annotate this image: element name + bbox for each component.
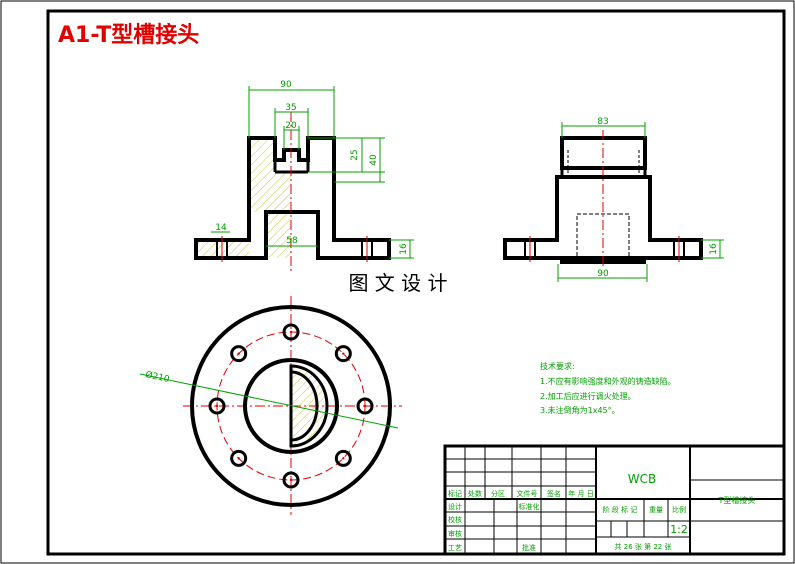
side-view <box>503 130 703 266</box>
svg-text:处数: 处数 <box>468 489 482 498</box>
dim-16-left: 16 <box>399 243 409 255</box>
svg-text:重量: 重量 <box>649 506 663 514</box>
side-dimension-labels: 83 90 16 <box>597 117 719 279</box>
dim-35: 35 <box>285 103 296 113</box>
svg-text:比例: 比例 <box>672 505 686 514</box>
svg-text:校核: 校核 <box>448 515 462 524</box>
bolt-hole <box>356 397 374 415</box>
bolt-hole-center <box>289 478 293 482</box>
bolt-circle-holes <box>208 323 374 489</box>
watermark-bg <box>326 266 468 298</box>
material: WCB <box>628 472 656 486</box>
dim-40: 40 <box>369 154 379 166</box>
dim-14: 14 <box>215 223 227 233</box>
svg-text:签名: 签名 <box>547 489 561 498</box>
notes-heading: 技术要求: <box>540 361 575 371</box>
svg-text:设计: 设计 <box>448 502 462 511</box>
dim-25: 25 <box>350 149 360 160</box>
svg-text:标记: 标记 <box>448 489 462 498</box>
bolt-hole <box>230 345 248 363</box>
scale-value: 1:2 <box>670 523 688 536</box>
dia-leader <box>139 373 399 429</box>
bolt-hole-center <box>237 457 240 460</box>
front-dimensions <box>211 86 414 259</box>
svg-text:批准: 批准 <box>522 543 536 552</box>
top-view <box>183 296 402 515</box>
inner-frame <box>46 9 786 556</box>
technical-notes: 技术要求: 1.不应有影响强度和外观的铸造缺陷。 2.加工后应进行调火处理。 3… <box>540 361 676 415</box>
dim-83: 83 <box>597 117 608 127</box>
part-name: T型槽接头 <box>718 495 756 505</box>
svg-text:审核: 审核 <box>448 529 462 538</box>
side-dimensions <box>557 122 724 282</box>
front-dimension-labels: 90 35 20 25 40 58 14 16 <box>215 80 409 255</box>
bolt-hole <box>334 345 352 363</box>
bolt-hole <box>208 397 226 415</box>
svg-text:标准化: 标准化 <box>519 502 540 511</box>
front-section-view <box>194 112 391 272</box>
svg-text:文件号: 文件号 <box>517 489 538 498</box>
sheet-count: 共 26 张 第 22 张 <box>615 542 672 551</box>
dim-20: 20 <box>285 121 297 131</box>
bolt-hole-center <box>289 330 293 334</box>
bolt-hole <box>230 449 248 467</box>
note-1: 1.不应有影响强度和外观的铸造缺陷。 <box>540 376 676 386</box>
bolt-hole-center <box>342 457 345 460</box>
drawing-title: A1-T型槽接头 <box>58 23 199 48</box>
bolt-hole-center <box>215 404 219 408</box>
bolt-hole <box>334 449 352 467</box>
bolt-hole <box>282 471 300 489</box>
dim-16-right: 16 <box>709 243 719 255</box>
bolt-hole-center <box>342 352 345 355</box>
bolt-hole-center <box>237 352 240 355</box>
dim-58: 58 <box>286 236 298 246</box>
bolt-hole <box>282 323 300 341</box>
svg-text:阶 段 标 记: 阶 段 标 记 <box>603 505 638 514</box>
svg-text:工艺: 工艺 <box>448 544 462 552</box>
svg-text:分区: 分区 <box>491 489 505 498</box>
dim-dia210: Ø210 <box>144 369 170 385</box>
dim-90-top: 90 <box>280 80 292 90</box>
svg-text:年 月 日: 年 月 日 <box>568 489 593 498</box>
note-3: 3.未注倒角为1x45°。 <box>540 405 620 415</box>
title-block: 标记 处数 分区 文件号 签名 年 月 日 设计 校核 审核 工艺 标准化 批准… <box>443 444 786 556</box>
bolt-hole-center <box>363 404 367 408</box>
dim-90-right: 90 <box>597 269 609 279</box>
note-2: 2.加工后应进行调火处理。 <box>540 391 636 401</box>
watermark-text: 图 文 设 计 <box>348 271 447 295</box>
